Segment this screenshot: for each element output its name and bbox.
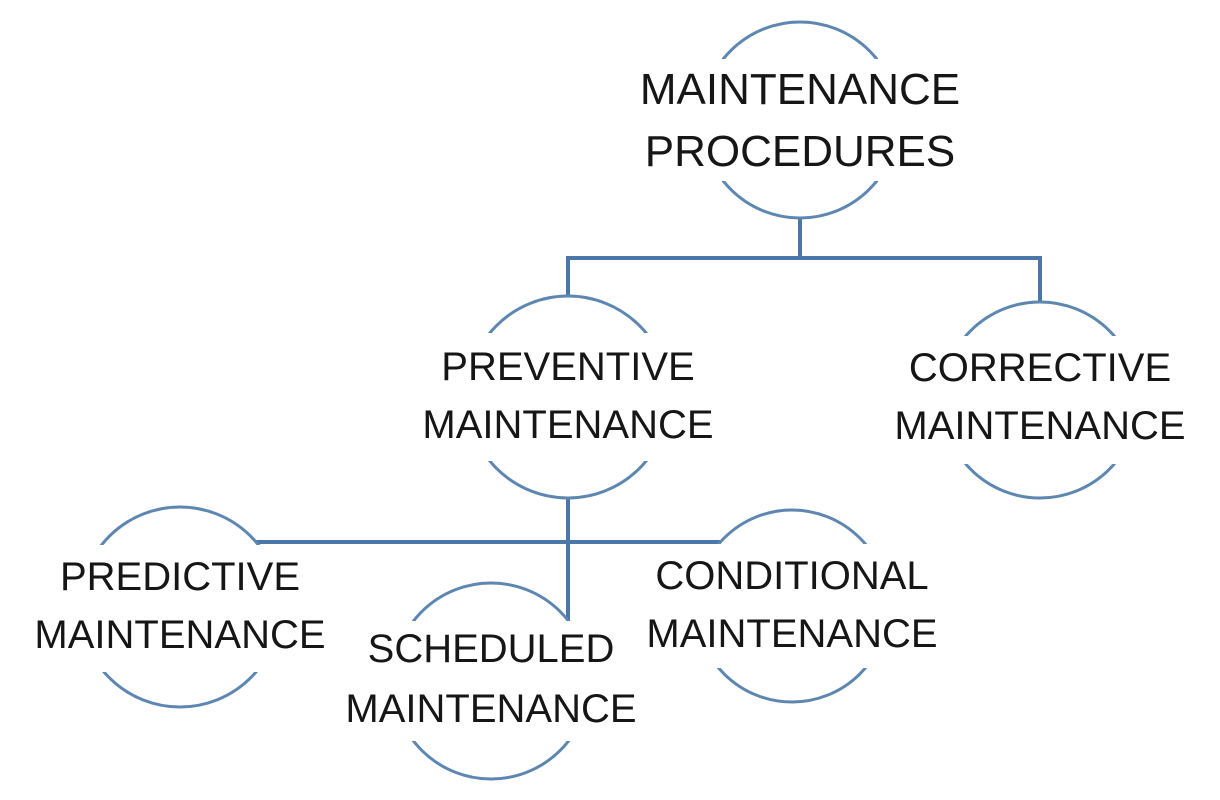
- connector-level1-bus: [566, 256, 1042, 317]
- node-label-line1: CONDITIONAL: [655, 554, 928, 598]
- label-background: [10, 545, 350, 672]
- label-background: [620, 59, 980, 181]
- node-label-line2: PROCEDURES: [645, 127, 956, 176]
- node-conditional-maintenance: CONDITIONAL MAINTENANCE: [640, 508, 944, 704]
- node-label-line2: MAINTENANCE: [422, 403, 713, 447]
- label-background: [872, 336, 1208, 464]
- node-scheduled-maintenance: SCHEDULED MAINTENANCE: [341, 581, 641, 781]
- node-label-line1: PREVENTIVE: [441, 345, 694, 389]
- node-label-line2: MAINTENANCE: [345, 687, 636, 731]
- node-label-line1: CORRECTIVE: [909, 346, 1171, 390]
- connectors: [232, 210, 1042, 624]
- node-maintenance-procedures: MAINTENANCE PROCEDURES: [620, 20, 980, 220]
- node-preventive-maintenance: PREVENTIVE MAINTENANCE: [398, 294, 738, 500]
- node-label-line1: SCHEDULED: [368, 627, 615, 671]
- node-label-line2: MAINTENANCE: [894, 404, 1185, 448]
- node-label-line2: MAINTENANCE: [34, 613, 325, 657]
- node-label-line1: PREDICTIVE: [60, 555, 300, 599]
- node-label-line2: MAINTENANCE: [646, 612, 937, 656]
- label-background: [640, 544, 944, 668]
- node-predictive-maintenance: PREDICTIVE MAINTENANCE: [10, 505, 350, 709]
- label-background: [341, 621, 641, 741]
- node-label-line1: MAINTENANCE: [640, 65, 960, 114]
- label-background: [398, 333, 738, 461]
- node-corrective-maintenance: CORRECTIVE MAINTENANCE: [872, 300, 1208, 500]
